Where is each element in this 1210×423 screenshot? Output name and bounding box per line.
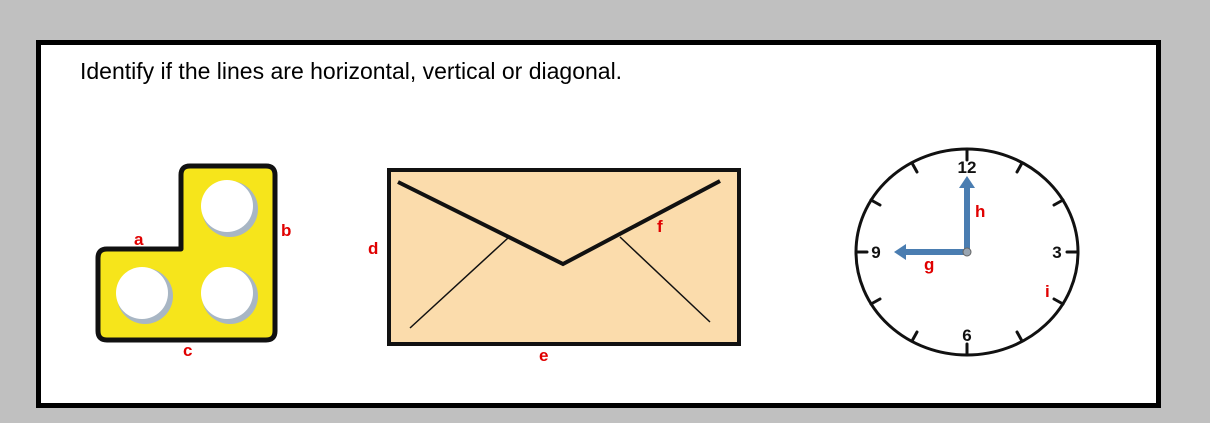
label-d: d xyxy=(368,239,379,258)
label-c: c xyxy=(183,341,193,360)
envelope-icon xyxy=(387,168,741,346)
label-f: f xyxy=(657,217,663,236)
label-b: b xyxy=(281,221,292,240)
instruction-text: Identify if the lines are horizontal, ve… xyxy=(80,58,623,84)
clock-number-3: 3 xyxy=(1052,243,1061,262)
clock-hands xyxy=(894,176,975,260)
label-i: i xyxy=(1045,282,1050,301)
clock-number-9: 9 xyxy=(871,243,880,262)
clock-number-6: 6 xyxy=(962,326,971,345)
clock-number-12: 12 xyxy=(958,158,977,177)
label-a: a xyxy=(134,230,144,249)
clock-icon: 12 3 6 9 xyxy=(854,147,1080,357)
label-h: h xyxy=(975,202,986,221)
lego-brick-icon xyxy=(95,163,278,343)
label-e: e xyxy=(539,346,549,365)
label-g: g xyxy=(924,255,935,274)
